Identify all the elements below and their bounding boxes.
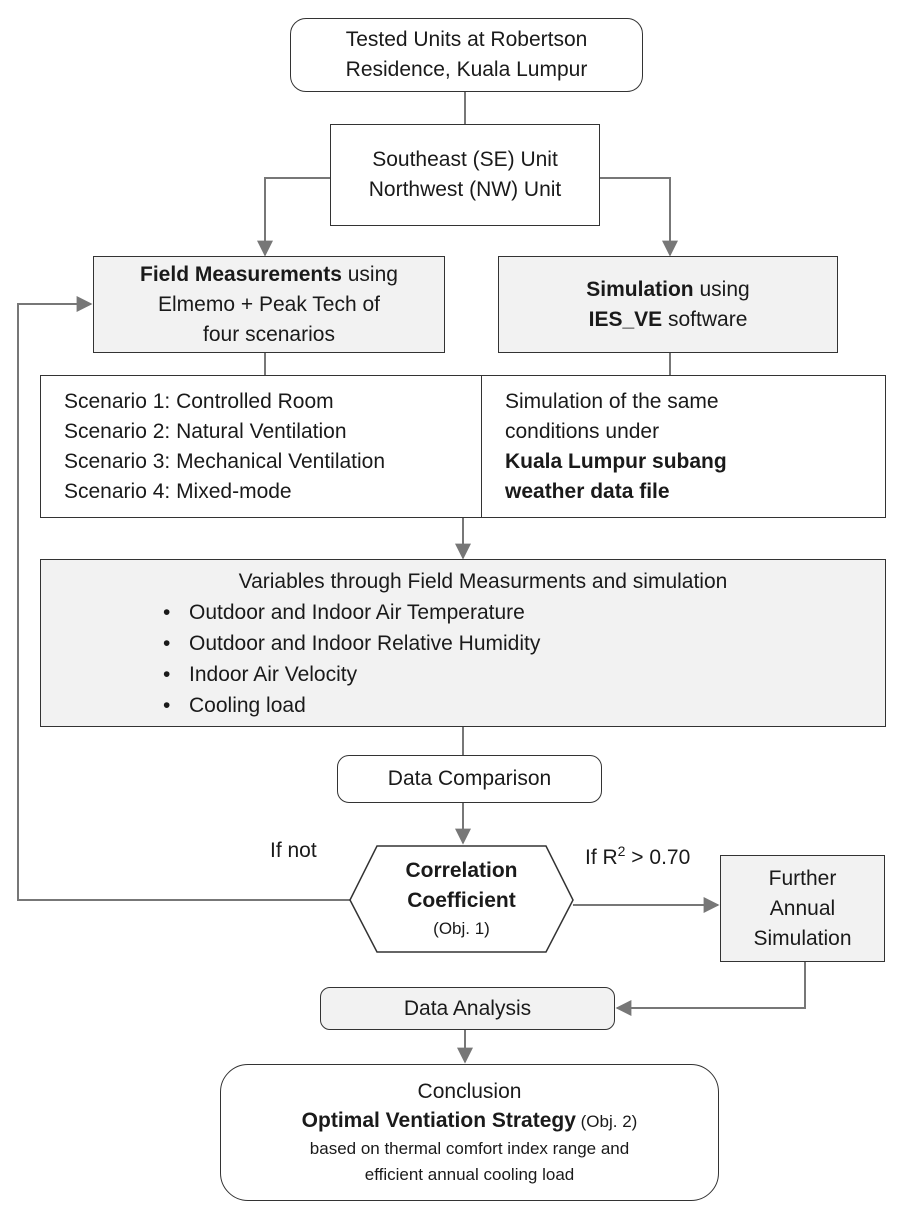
units-box: Southeast (SE) Unit Northwest (NW) Unit bbox=[330, 124, 600, 226]
if-r2-superscript: 2 bbox=[617, 843, 626, 859]
correlation-label: Correlation Coefficient (Obj. 1) bbox=[377, 846, 546, 952]
units-line-1: Southeast (SE) Unit bbox=[372, 148, 558, 171]
conclusion-title: Conclusion bbox=[417, 1079, 522, 1103]
arrow-further-to-analysis bbox=[615, 962, 806, 1016]
simulation-box: Simulation using IES_VE software bbox=[498, 256, 838, 353]
variable-item: Indoor Air Velocity bbox=[161, 659, 540, 690]
conclusion-strategy-line: Optimal Ventiation Strategy (Obj. 2) bbox=[302, 1106, 638, 1136]
correlation-hexagon bbox=[349, 845, 574, 953]
arrow-units-to-field bbox=[257, 177, 330, 257]
data-comparison-box: Data Comparison bbox=[337, 755, 602, 803]
tested-units-line-2: Residence, Kuala Lumpur bbox=[345, 58, 588, 81]
simulation-using: using bbox=[693, 277, 750, 301]
data-comparison-label: Data Comparison bbox=[387, 767, 552, 790]
simulation-line-2: IES_VE software bbox=[589, 305, 748, 335]
if-not-label: If not bbox=[270, 839, 317, 862]
scenario-4: Scenario 4: Mixed-mode bbox=[64, 479, 292, 503]
further-annual-simulation-box: Further Annual Simulation bbox=[720, 855, 885, 962]
conclusion-obj: (Obj. 2) bbox=[575, 1111, 638, 1131]
sim-conditions-bold-2: weather data file bbox=[505, 479, 670, 503]
sim-conditions-line-1: Simulation of the same bbox=[505, 389, 719, 413]
field-line-1: Field Measurements using bbox=[140, 260, 398, 290]
field-line-2: Elmemo + Peak Tech of bbox=[158, 292, 380, 316]
simulation-title: Simulation bbox=[586, 277, 694, 301]
simulation-line-1: Simulation using bbox=[586, 275, 749, 305]
arrow-if-not-loop bbox=[17, 296, 350, 901]
correlation-obj: (Obj. 1) bbox=[433, 919, 490, 938]
variables-list: Outdoor and Indoor Air Temperature Outdo… bbox=[161, 597, 540, 721]
scenario-3: Scenario 3: Mechanical Ventilation bbox=[64, 449, 386, 473]
sim-conditions-line-2: conditions under bbox=[505, 419, 660, 443]
if-r2-suffix: > 0.70 bbox=[625, 846, 691, 869]
conclusion-line-1: based on thermal comfort index range and bbox=[309, 1138, 630, 1158]
data-analysis-label: Data Analysis bbox=[403, 996, 532, 1020]
field-line-3: four scenarios bbox=[203, 322, 335, 346]
arrow-units-to-simulation bbox=[600, 177, 678, 257]
further-line-2: Annual bbox=[769, 896, 836, 920]
variable-item: Outdoor and Indoor Relative Humidity bbox=[161, 628, 540, 659]
further-line-3: Simulation bbox=[753, 926, 852, 950]
scenario-2: Scenario 2: Natural Ventilation bbox=[64, 419, 347, 443]
variable-item: Cooling load bbox=[161, 690, 540, 721]
conclusion-box: Conclusion Optimal Ventiation Strategy (… bbox=[220, 1064, 719, 1201]
correlation-line-1: Correlation bbox=[405, 859, 518, 882]
tested-units-line-1: Tested Units at Robertson bbox=[345, 28, 588, 51]
variable-item: Outdoor and Indoor Air Temperature bbox=[161, 597, 540, 628]
scenarios-box: Scenario 1: Controlled Room Scenario 2: … bbox=[40, 375, 483, 518]
variables-title: Variables through Field Measurments and … bbox=[238, 569, 728, 593]
field-title: Field Measurements bbox=[140, 262, 342, 286]
correlation-line-2: Coefficient bbox=[407, 889, 516, 912]
scenario-1: Scenario 1: Controlled Room bbox=[64, 389, 334, 413]
simulation-software: software bbox=[662, 307, 748, 331]
tested-units-box: Tested Units at Robertson Residence, Kua… bbox=[290, 18, 643, 92]
units-line-2: Northwest (NW) Unit bbox=[368, 178, 562, 201]
simulation-software-name: IES_VE bbox=[588, 307, 663, 331]
if-r2-prefix: If R bbox=[585, 846, 618, 869]
if-r2-label: If R2 > 0.70 bbox=[585, 838, 690, 871]
field-using: using bbox=[341, 262, 398, 286]
conclusion-line-2: efficient annual cooling load bbox=[364, 1164, 575, 1184]
variables-box: Variables through Field Measurments and … bbox=[40, 559, 886, 727]
conclusion-strategy: Optimal Ventiation Strategy bbox=[301, 1108, 576, 1132]
further-line-1: Further bbox=[768, 866, 837, 890]
sim-conditions-bold-1: Kuala Lumpur subang bbox=[505, 449, 727, 473]
field-measurements-box: Field Measurements using Elmemo + Peak T… bbox=[93, 256, 445, 353]
data-analysis-box: Data Analysis bbox=[320, 987, 615, 1030]
simulation-conditions-box: Simulation of the same conditions under … bbox=[481, 375, 886, 518]
